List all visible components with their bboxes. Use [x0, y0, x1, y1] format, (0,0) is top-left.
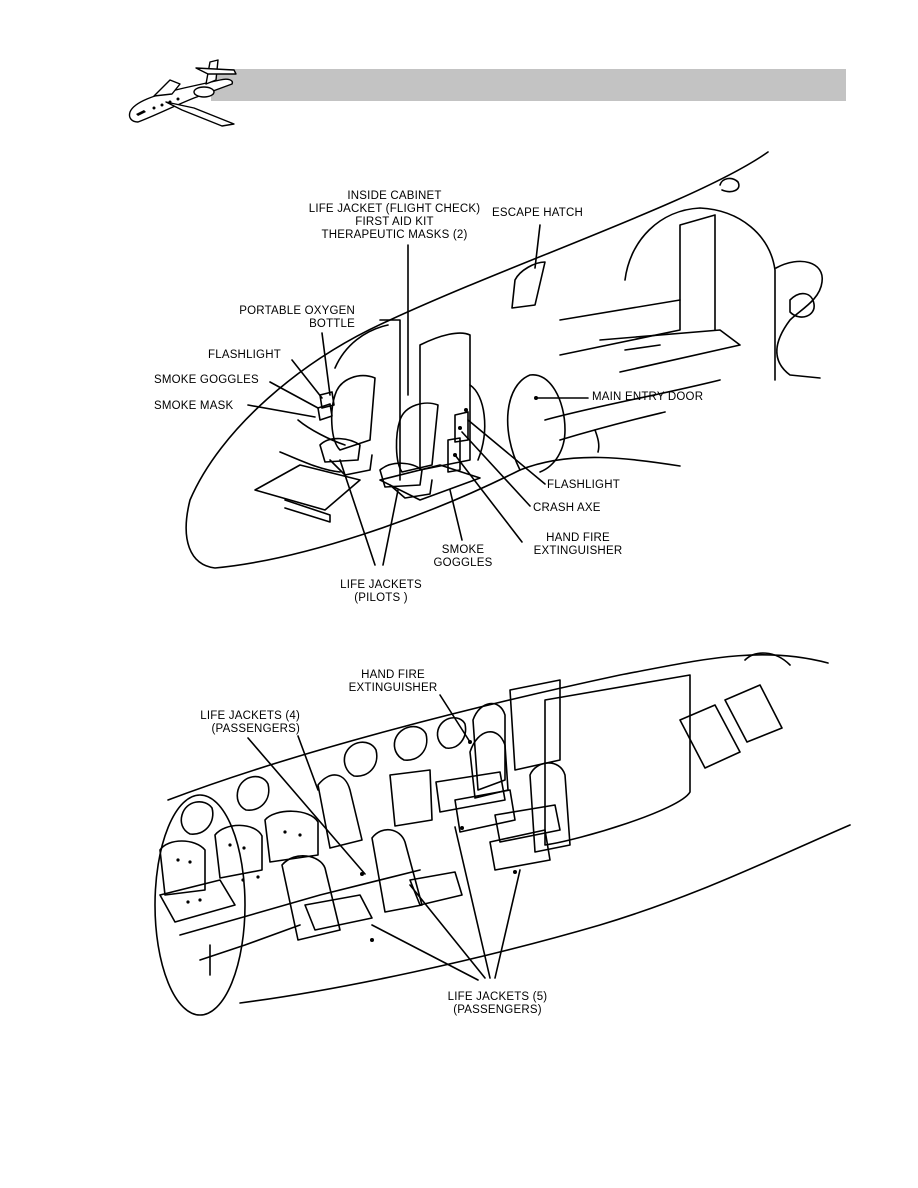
label-portable-oxygen-bottle: PORTABLE OXYGEN BOTTLE: [239, 305, 355, 330]
cockpit-cutaway: [185, 151, 823, 569]
label-life-jackets-5: LIFE JACKETS (5) (PASSENGERS): [447, 991, 548, 1016]
label-flashlight-left: FLASHLIGHT: [208, 349, 281, 361]
label-escape-hatch: ESCAPE HATCH: [492, 207, 584, 219]
label-hand-fire-extinguisher-top: HAND FIRE EXTINGUISHER: [533, 532, 623, 557]
jet-airplane-icon: [128, 59, 237, 127]
label-smoke-goggles-bottom: SMOKE GOGGLES: [433, 544, 493, 569]
label-life-jackets-pilots: LIFE JACKETS (PILOTS ): [340, 579, 422, 604]
label-hand-fire-extinguisher-bottom: HAND FIRE EXTINGUISHER: [348, 669, 438, 694]
label-smoke-mask: SMOKE MASK: [154, 400, 234, 412]
label-life-jackets-4: LIFE JACKETS (4) (PASSENGERS): [200, 710, 300, 735]
label-crash-axe: CRASH AXE: [533, 502, 601, 514]
label-smoke-goggles-left: SMOKE GOGGLES: [154, 374, 259, 386]
cabin-cutaway: [154, 652, 851, 1016]
label-flashlight-right: FLASHLIGHT: [547, 479, 620, 491]
label-inside-cabinet: INSIDE CABINET LIFE JACKET (FLIGHT CHECK…: [308, 190, 481, 241]
header-bar: [211, 69, 846, 101]
label-main-entry-door: MAIN ENTRY DOOR: [592, 391, 704, 403]
